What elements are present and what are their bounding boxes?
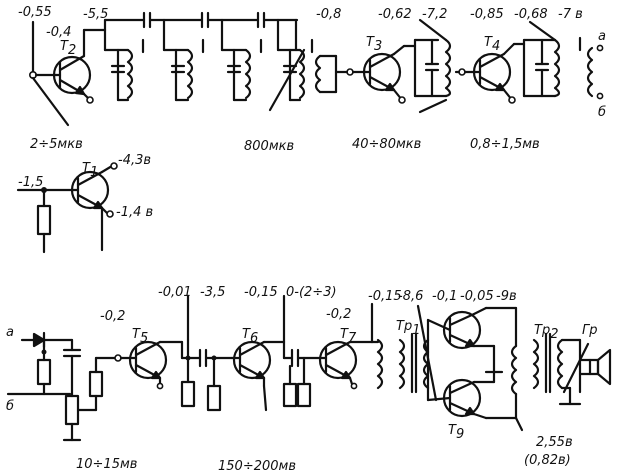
- output-level-alt: (0,82в): [524, 453, 571, 468]
- t2-label: T2: [60, 39, 76, 58]
- tr2-label: Тр2: [534, 323, 558, 342]
- t3-voltage-base: -0,8: [316, 7, 341, 22]
- t3-voltage-emitter: -0,62: [378, 7, 412, 22]
- top-stage: -0,55 -0,4 T2 -5,5 2÷5мкв 800мкв -0,8 T3…: [18, 5, 606, 154]
- t5-label: T5: [132, 327, 148, 346]
- t4-tuned-tank: [522, 20, 594, 98]
- t7-voltage-base: -0,2: [326, 307, 351, 322]
- t3-label: T3: [366, 35, 382, 54]
- t1-voltage-emitter: -1,4 в: [116, 205, 153, 220]
- output-label-a: а: [598, 29, 606, 44]
- tuned-tank-2: [162, 18, 205, 102]
- t2-voltage-base: -0,4: [46, 25, 71, 40]
- t9-label: T9: [448, 423, 464, 442]
- push-pull-pair: [426, 306, 496, 420]
- t4-voltage-collector: -7 в: [558, 7, 583, 22]
- t3-tuned-tank: [413, 18, 452, 114]
- t2-voltage-collector: -5,5: [83, 7, 108, 22]
- t3-signal-level: 40÷80мкв: [352, 137, 421, 152]
- t7-label: T7: [340, 327, 357, 346]
- push-pull-voltage-2: -0,05: [460, 289, 494, 304]
- t1-stage: -1,5 T1 -4,3в -1,4 в: [16, 153, 153, 254]
- t1-label: T1: [82, 161, 98, 180]
- t4-label: T4: [484, 35, 500, 54]
- speaker-icon: [588, 348, 612, 386]
- transistor-t4: [470, 42, 516, 102]
- output-terminal-b: [596, 92, 604, 100]
- mid-signal-level: 800мкв: [244, 139, 294, 154]
- t5-voltage-base: -0,2: [100, 309, 125, 324]
- transistor-t3: [362, 44, 406, 102]
- t5-voltage-emitter: -0,01: [158, 285, 192, 300]
- t5-signal-level: 10÷15мв: [76, 457, 137, 472]
- push-pull-voltage-3: -9в: [496, 289, 517, 304]
- output-level: 2,55в: [536, 435, 573, 450]
- tuned-tank-3: [220, 18, 263, 102]
- t7-voltage-emitter: -0,15: [368, 289, 402, 304]
- t6-label: T6: [242, 327, 258, 346]
- push-pull-voltage-1: -0,1: [432, 289, 457, 304]
- transistor-t6: [230, 340, 286, 388]
- output-label-b: б: [598, 105, 606, 120]
- t3-voltage-collector: -7,2: [422, 7, 447, 22]
- t7-voltage-collector: -8,6: [398, 289, 423, 304]
- t6-voltage-emitter: -0,15: [244, 285, 278, 300]
- t4-voltage-emitter: -0,68: [514, 7, 548, 22]
- speaker-label: Гр: [582, 323, 598, 338]
- t2-input-level: 2÷5мкв: [30, 137, 83, 152]
- transistor-t7: [318, 340, 374, 386]
- t6-voltage-collector: 0-(2÷3): [286, 285, 337, 300]
- transistor-t2: [52, 28, 92, 102]
- t4-signal-level: 0,8÷1,5мв: [470, 137, 540, 152]
- tr1-label: Тр1: [396, 319, 420, 338]
- tuned-tank-1: [103, 28, 145, 102]
- transistor-t1: [70, 164, 114, 252]
- t4-voltage-base: -0,85: [470, 7, 504, 22]
- input-label-a: а: [6, 325, 14, 340]
- t1-voltage-collector: -4,3в: [118, 153, 151, 168]
- t5-voltage-collector: -3,5: [200, 285, 225, 300]
- t2-voltage-left: -0,55: [18, 5, 52, 20]
- t6-signal-level: 150÷200мв: [218, 459, 296, 474]
- transformer-tr1: [398, 304, 438, 402]
- output-terminal-a: [596, 44, 604, 52]
- input-label-b: б: [6, 399, 14, 414]
- transformer-tr2: [532, 332, 590, 406]
- t1-voltage-base: -1,5: [18, 175, 43, 190]
- transistor-t5: [128, 340, 184, 386]
- bottom-stage: а б -0,2 T5 -0,01 -3,5 10÷15мв -0,15 T6 …: [6, 285, 612, 474]
